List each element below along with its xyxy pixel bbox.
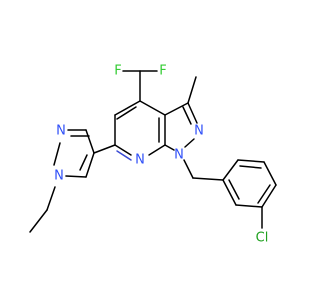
atom-nitrogen-ethylpyrazole-n2: N	[56, 124, 66, 139]
bond	[192, 177, 224, 181]
bond	[148, 144, 166, 156]
atom-nitrogen-pyrazole-n1: N	[174, 148, 184, 163]
atom-label: N	[194, 124, 204, 139]
bond	[116, 106, 137, 120]
bond	[257, 184, 271, 204]
bond	[222, 159, 239, 181]
atom-label: N	[54, 169, 64, 184]
bond-layer	[29, 70, 277, 233]
bond	[239, 165, 262, 169]
atom-layer: F F N N N N N Cl	[54, 64, 268, 246]
bond	[139, 100, 166, 116]
atom-label: F	[159, 64, 166, 79]
bond	[164, 144, 175, 151]
bond	[261, 184, 277, 208]
bond	[93, 144, 116, 154]
bond	[222, 179, 237, 206]
bond	[187, 102, 198, 124]
bond	[237, 159, 265, 163]
bond	[114, 144, 132, 156]
atom-label: N	[174, 148, 184, 163]
atom-chlorine: Cl	[256, 231, 269, 246]
atom-fluorine-2: F	[159, 64, 166, 79]
bond	[183, 159, 194, 179]
atom-label: F	[114, 64, 121, 79]
bond	[235, 204, 263, 208]
bond	[53, 142, 61, 166]
atom-fluorine-1: F	[114, 64, 121, 79]
atom-nitrogen-pyrazole-n2: N	[194, 124, 204, 139]
bond	[65, 175, 87, 178]
atom-label: Cl	[256, 231, 269, 246]
atom-label: N	[56, 124, 66, 139]
atom-nitrogen-ethylpyrazole-n1: N	[54, 169, 64, 184]
bond	[184, 138, 195, 148]
bond	[46, 186, 56, 211]
bond	[263, 161, 277, 186]
atom-nitrogen-pyridine: N	[135, 153, 145, 168]
bond	[187, 76, 197, 104]
bond	[79, 154, 88, 171]
bond	[182, 106, 192, 125]
bond	[228, 179, 240, 200]
bond	[116, 150, 132, 161]
bond	[85, 152, 95, 178]
bond	[114, 100, 141, 116]
atom-label: N	[135, 153, 145, 168]
molecule-structure: F F N N N N N Cl	[29, 64, 277, 246]
bond	[29, 209, 48, 233]
bond	[164, 102, 189, 116]
bond	[85, 129, 95, 154]
